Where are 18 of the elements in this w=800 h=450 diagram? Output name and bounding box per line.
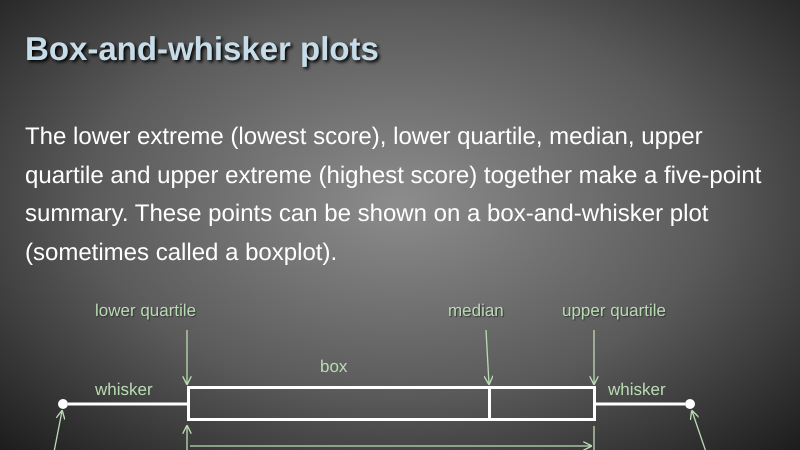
annotation-label: median: [448, 301, 504, 321]
arrow: [690, 409, 707, 450]
arrow: [53, 409, 66, 450]
body-paragraph: The lower extreme (lowest score), lower quartile, median, upper quartile and upper extreme (highest score) together make a five-point summary. These points can be shown on a box-and-whisker plot (sometimes called a boxplot).: [25, 122, 762, 268]
arrow: [182, 330, 192, 386]
annotation-label: lower quartile: [95, 301, 196, 321]
slide-title: Box-and-whisker plots: [25, 30, 379, 68]
arrow: [483, 330, 494, 386]
extreme-point: [58, 399, 68, 409]
arrow: [588, 330, 600, 386]
whisker-line: [596, 402, 685, 406]
annotation-label: upper quartile: [562, 301, 666, 321]
median-line: [488, 389, 491, 418]
whisker-line: [68, 402, 187, 406]
edge-label: whisker: [95, 380, 153, 400]
extreme-point: [685, 399, 695, 409]
edge-label: whisker: [608, 380, 666, 400]
box-label: box: [320, 357, 348, 377]
